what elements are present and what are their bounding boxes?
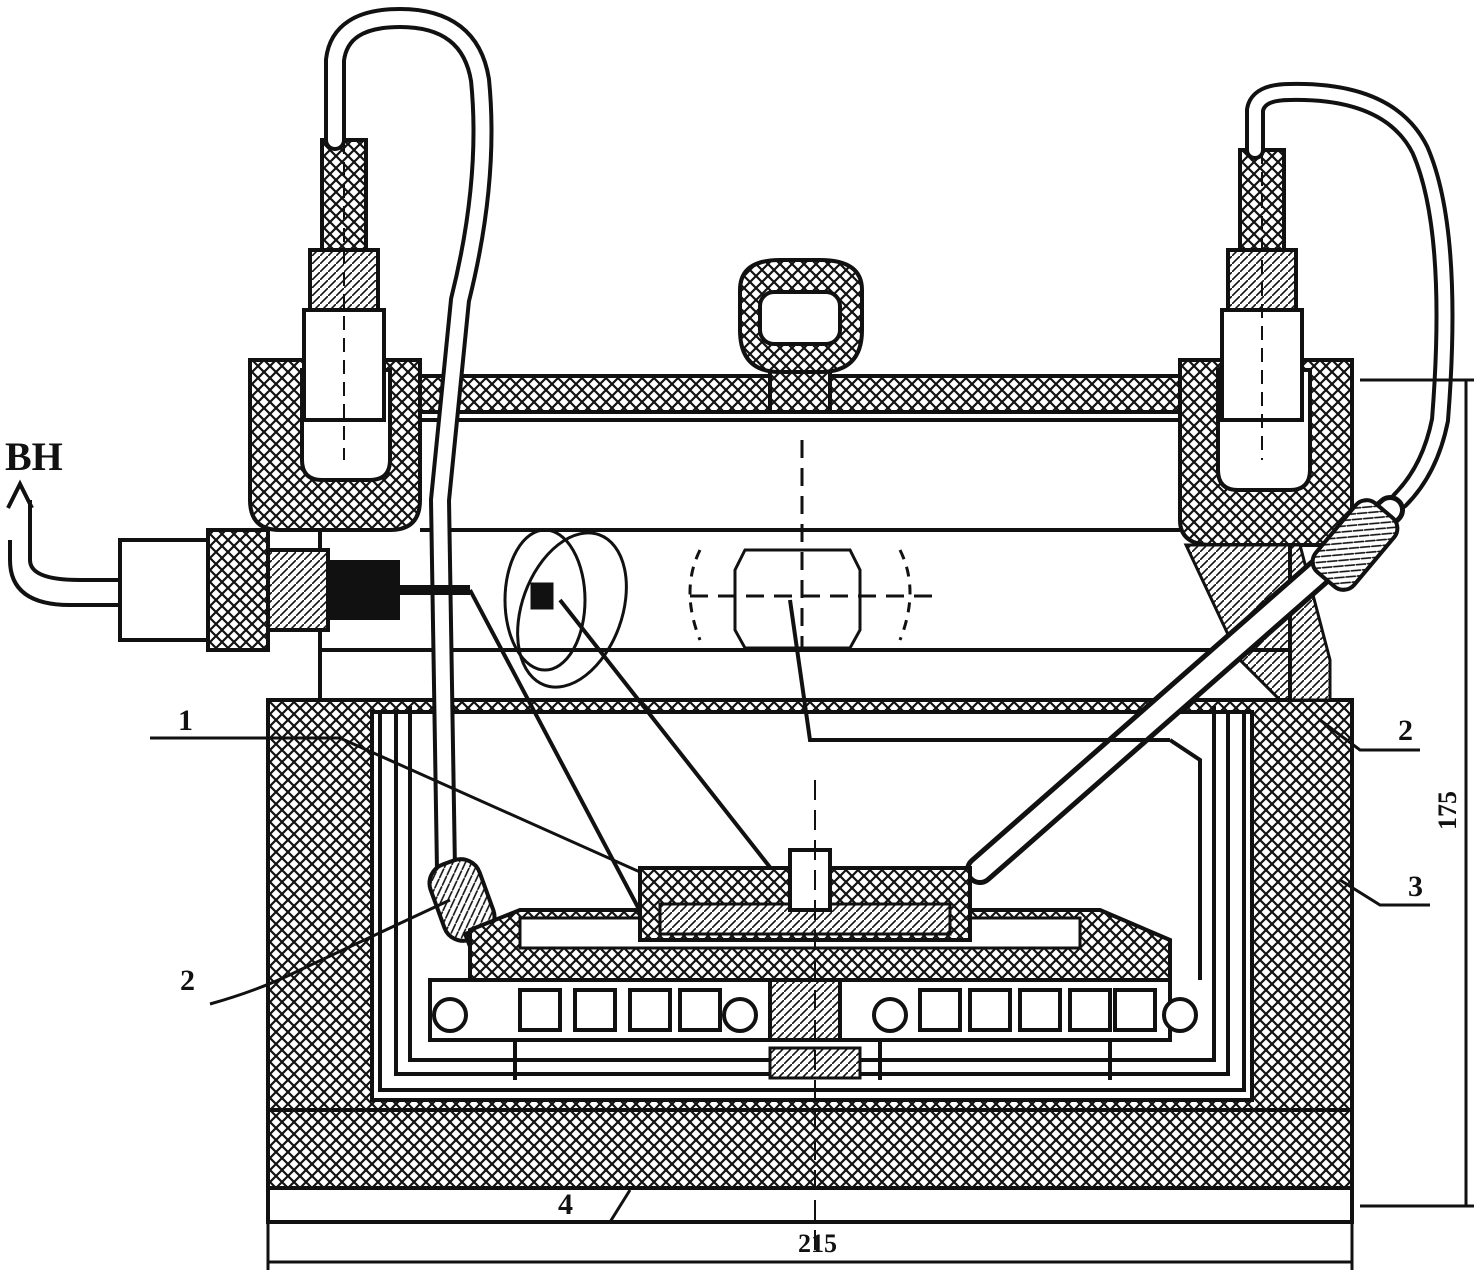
- center-fixture-outline: [688, 440, 940, 650]
- dimension-height: 175: [1433, 791, 1462, 830]
- sensor-ellipse: [503, 528, 628, 689]
- left-upper-housing: [248, 358, 422, 532]
- callout-1-left: 1: [178, 704, 193, 737]
- lid-handle: [738, 258, 864, 374]
- dimension-width: 215: [798, 1229, 837, 1258]
- callout-4-bottom: 4: [558, 1188, 573, 1221]
- inlet-pipe: [8, 500, 120, 607]
- sensor-wires: [468, 589, 1202, 980]
- callout-2-right: 2: [1398, 714, 1413, 747]
- inlet-arrow: [6, 479, 34, 509]
- middle-chamber: [318, 418, 1292, 702]
- diagonal-probe: [965, 495, 1405, 885]
- sample-tray: [468, 848, 1172, 982]
- leader-lines: [150, 718, 1430, 1224]
- outer-insulation-body: [266, 698, 1354, 1224]
- inlet-fitting: [118, 528, 470, 652]
- inlet-label: BH: [5, 434, 63, 479]
- callout-2-left: 2: [180, 964, 195, 997]
- left-sensor-connector: [302, 138, 386, 460]
- dimension-lines: [266, 378, 1474, 1270]
- right-sensor-connector: [1220, 148, 1304, 460]
- callout-3-right: 3: [1408, 870, 1423, 903]
- support-grid: [428, 978, 1198, 1080]
